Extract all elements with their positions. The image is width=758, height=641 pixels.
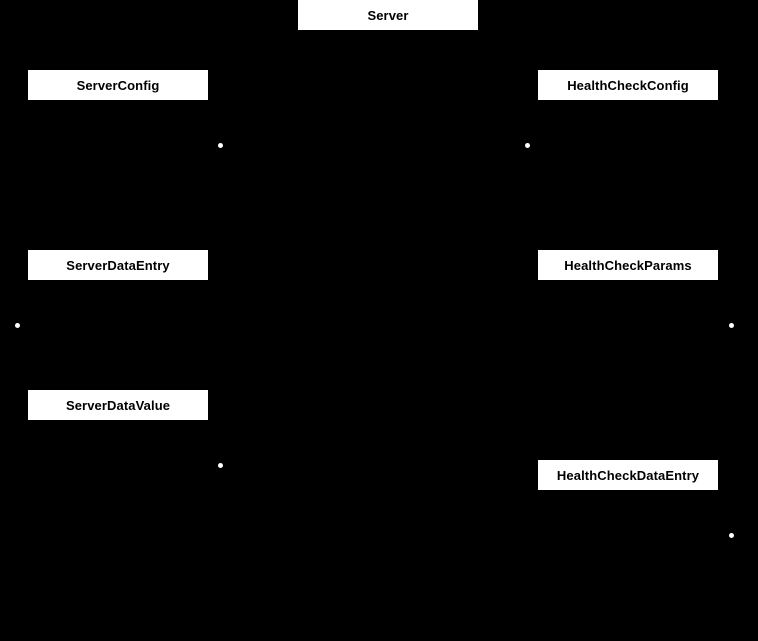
connector-line <box>628 100 629 250</box>
class-box-server-data-value[interactable]: ServerDataValue <box>28 390 208 420</box>
connector-line <box>628 30 629 71</box>
class-name-label: HealthCheckDataEntry <box>556 467 700 483</box>
class-box-server-data-entry[interactable]: ServerDataEntry <box>28 250 208 280</box>
class-name-label: ServerDataEntry <box>66 257 170 273</box>
class-box-server-config[interactable]: ServerConfig <box>28 70 208 100</box>
connector-dot <box>218 143 223 148</box>
class-name-label: HealthCheckParams <box>564 257 692 273</box>
class-name-label: ServerConfig <box>76 77 160 93</box>
connector-line <box>118 100 119 250</box>
connector-line <box>118 30 480 31</box>
connector-dot <box>218 463 223 468</box>
connector-dot <box>15 323 20 328</box>
connector-dot <box>729 533 734 538</box>
class-name-label: ServerDataValue <box>65 397 171 413</box>
class-name-label: Server <box>367 7 409 23</box>
class-box-health-check-config[interactable]: HealthCheckConfig <box>538 70 718 100</box>
class-box-health-check-params[interactable]: HealthCheckParams <box>538 250 718 280</box>
connector-dot <box>729 323 734 328</box>
class-box-health-check-data-entry[interactable]: HealthCheckDataEntry <box>538 460 718 490</box>
connector-line <box>628 280 629 460</box>
class-box-server[interactable]: Server <box>298 0 478 30</box>
connector-dot <box>525 143 530 148</box>
connector-line <box>118 280 119 390</box>
class-name-label: HealthCheckConfig <box>567 77 689 93</box>
